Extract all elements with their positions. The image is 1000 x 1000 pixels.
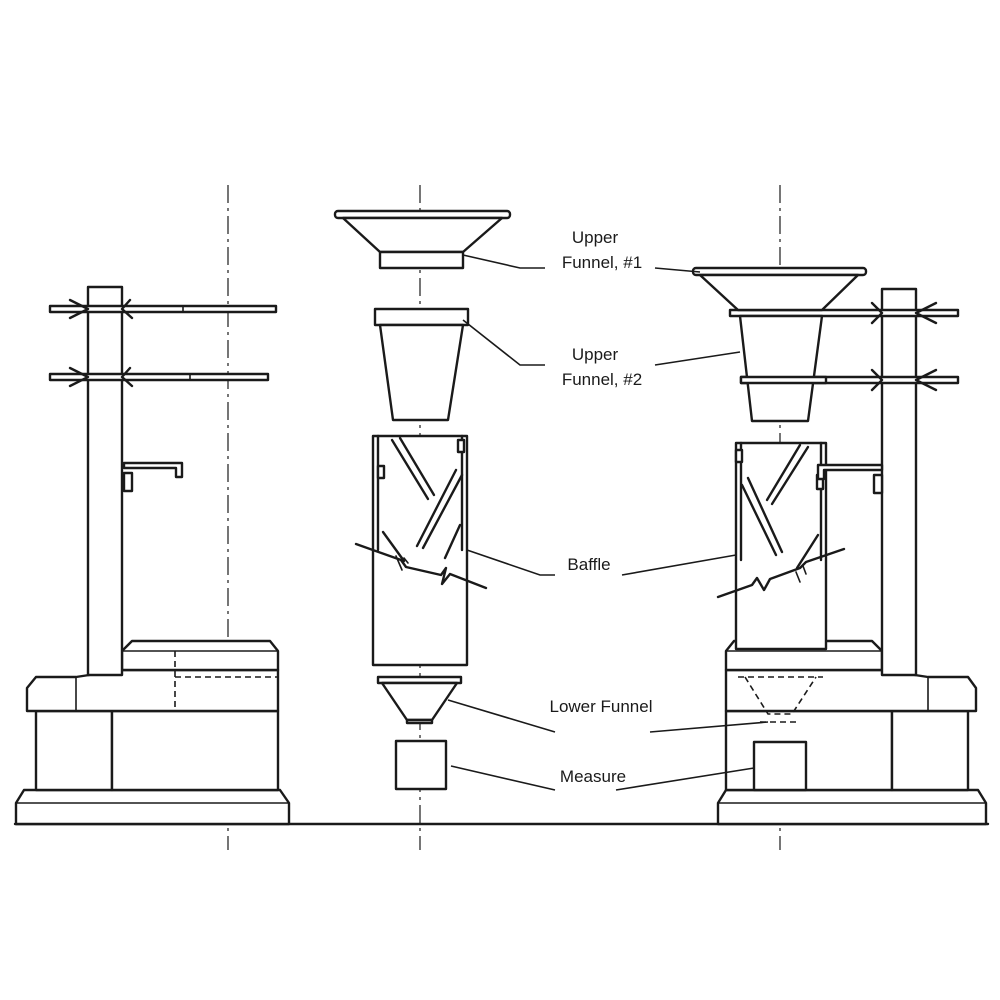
leader-lines — [447, 254, 769, 791]
left-post — [86, 285, 124, 677]
label-lower-funnel: Lower Funnel — [549, 697, 652, 716]
right-post — [880, 287, 918, 677]
baffle-body-right — [716, 441, 846, 651]
measure-middle — [394, 739, 448, 791]
left-platform — [25, 668, 280, 713]
right-leg-right — [890, 709, 970, 792]
right-stand — [691, 266, 988, 826]
right-base-plate — [716, 788, 988, 826]
label-upper-funnel-1-line2: Funnel, #1 — [562, 253, 642, 272]
left-leg-left — [34, 709, 114, 792]
left-top-block — [120, 639, 280, 672]
center-lines — [227, 185, 781, 850]
upper-funnel-1-right — [691, 266, 868, 312]
upper-funnel-1-middle — [333, 209, 512, 270]
upper-funnel-2-right — [738, 314, 824, 423]
left-arm-upper — [48, 304, 278, 314]
right-arm-upper — [728, 308, 960, 318]
left-stand — [14, 285, 291, 826]
labels: Upper Funnel, #1 Upper Funnel, #2 Baffle… — [549, 228, 652, 786]
right-bracket — [816, 463, 884, 481]
baffle-body-middle — [354, 434, 488, 667]
left-bracket — [122, 461, 184, 479]
right-platform — [724, 668, 978, 713]
measure-right — [752, 740, 808, 792]
upper-funnel-2-middle — [373, 307, 470, 422]
label-baffle: Baffle — [567, 555, 610, 574]
left-arm-lower — [48, 372, 270, 382]
label-measure: Measure — [560, 767, 626, 786]
label-upper-funnel-2-line2: Funnel, #2 — [562, 370, 642, 389]
middle-exploded-view — [333, 209, 512, 791]
left-base-plate — [14, 788, 291, 826]
label-upper-funnel-1-line1: Upper — [572, 228, 619, 247]
left-leg-right — [110, 709, 280, 792]
label-upper-funnel-2-line1: Upper — [572, 345, 619, 364]
lower-funnel-middle — [376, 675, 463, 725]
